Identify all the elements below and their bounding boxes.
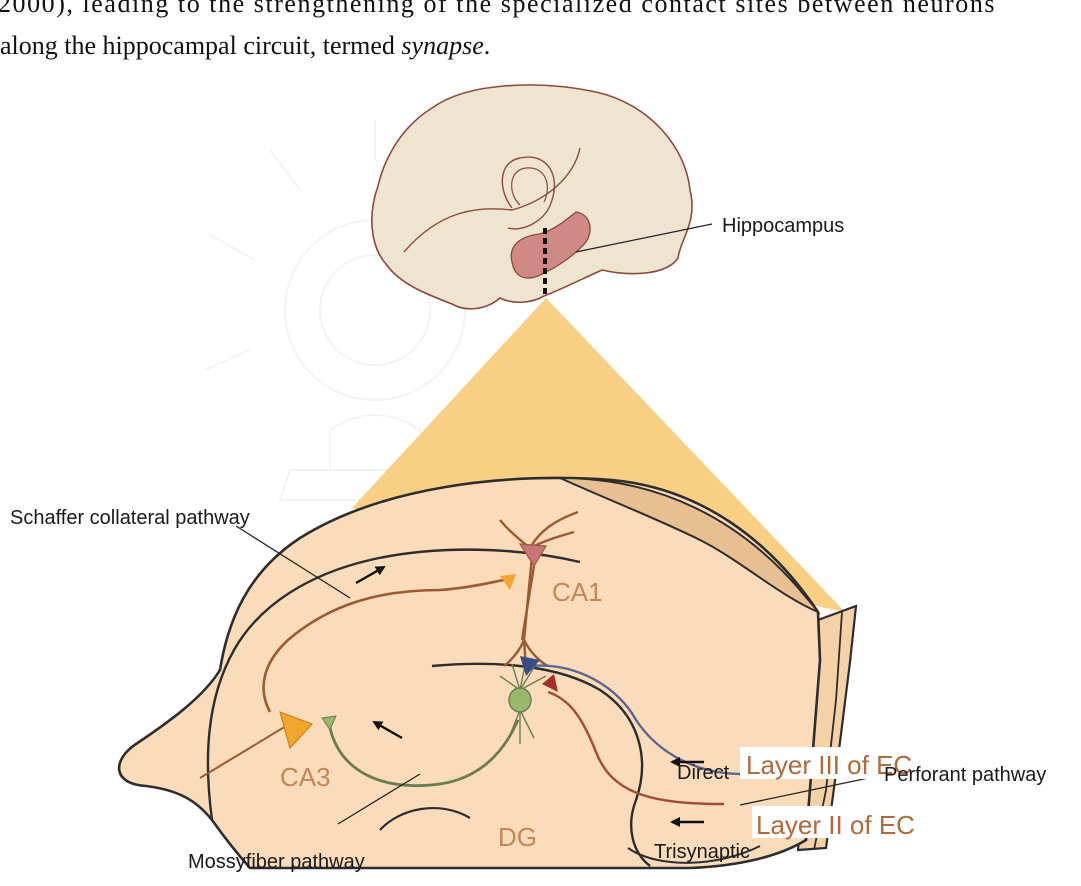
layer2-label: Layer II of EC: [756, 810, 915, 840]
ca1-label: CA1: [552, 577, 603, 607]
brain: [372, 85, 692, 309]
trisynaptic-label: Trisynaptic: [654, 841, 750, 863]
dg-label: DG: [498, 822, 537, 852]
ca3-label: CA3: [280, 762, 331, 792]
mossy-label: Mossyfiber pathway: [188, 851, 365, 873]
perforant-label: Perforant pathway: [884, 764, 1046, 786]
schaffer-label: Schaffer collateral pathway: [10, 507, 250, 529]
dentate-granule-soma: [509, 688, 531, 712]
direct-label: Direct: [677, 762, 730, 784]
hippocampus-label: Hippocampus: [722, 215, 844, 237]
